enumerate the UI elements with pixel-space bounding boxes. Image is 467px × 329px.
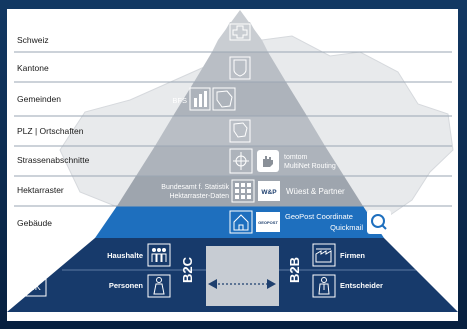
canton-shield-icon — [229, 56, 251, 80]
swiss-cross-icon — [229, 23, 251, 41]
quickmail-source: Quickmail — [330, 223, 363, 232]
crosshair-icon — [229, 148, 253, 174]
geopost-badge-text: GEOPOST — [258, 220, 278, 225]
b2c-title: B2C — [180, 256, 195, 283]
divider-lines — [14, 51, 452, 207]
tomtom-source: tomtom — [284, 154, 308, 161]
band-plz — [155, 116, 325, 146]
wp-badge-text: W&P — [261, 189, 277, 196]
factory-icon — [312, 243, 336, 267]
level-label-plz: PLZ | Ortschaften — [17, 126, 84, 136]
bfs-source: BFS — [172, 96, 187, 105]
person-icon — [147, 274, 171, 298]
double-arrow-icon — [208, 279, 276, 289]
building-blocks-icon — [189, 87, 211, 111]
b2b-title: B2B — [287, 257, 302, 283]
geopost-logo — [256, 212, 280, 232]
level-label-gemeinden: Gemeinden — [17, 94, 61, 104]
wp-logo — [258, 181, 280, 201]
search-icon — [367, 210, 391, 234]
level-label-strassen: Strassenabschnitte — [17, 155, 90, 165]
level-label-gebaeude: Gebäude — [17, 218, 52, 228]
manager-icon — [312, 274, 336, 298]
level-label-hektar: Hektarraster — [17, 185, 64, 195]
house-icon — [229, 210, 253, 234]
personen-label: Personen — [109, 281, 144, 290]
map-outline-icon-plz — [229, 119, 251, 143]
segment-gap — [206, 246, 279, 306]
band-top — [212, 40, 268, 52]
bfs-hektar-source-line1: Bundesamt f. Statistik — [161, 184, 229, 191]
level-label-kantone: Kantone — [17, 63, 49, 73]
grid-icon — [231, 179, 255, 203]
band-gebaeude — [95, 206, 384, 238]
firmen-label: Firmen — [340, 251, 365, 260]
entscheider-label: Entscheider — [340, 281, 383, 290]
haushalte-label: Haushalte — [107, 251, 143, 260]
hand-icon — [257, 150, 279, 172]
gfk-badge-text: GfK — [25, 282, 41, 292]
gfk-logo — [19, 275, 47, 297]
level-label-schweiz: Schweiz — [17, 35, 49, 45]
band-hektar — [117, 176, 363, 206]
geopost-source: GeoPost Coordinate — [285, 212, 353, 221]
map-outline-icon — [212, 87, 236, 111]
multinet-source: MultiNet Routing — [284, 163, 336, 170]
band-gemeinden — [173, 82, 307, 116]
family-icon — [147, 243, 171, 267]
pyramid-tip — [218, 10, 262, 40]
bfs-hektar-source-line2: Hektarraster-Daten — [169, 193, 229, 200]
wp-source: Wüest & Partner — [286, 187, 345, 196]
band-kantone — [194, 52, 286, 82]
